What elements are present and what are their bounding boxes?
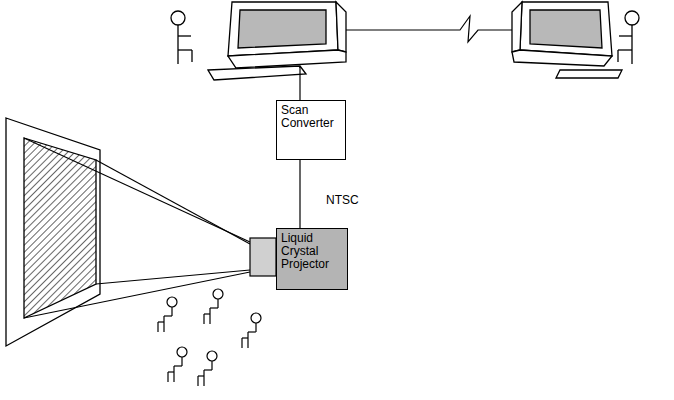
audience-member [242, 313, 261, 348]
box-label: Liquid Crystal Projector [281, 232, 343, 271]
projector-box: Liquid Crystal Projector [276, 228, 348, 290]
video-cable [299, 67, 300, 100]
operator [171, 11, 192, 64]
audience-member [204, 289, 223, 324]
audience-member [168, 347, 187, 382]
signal-name: NTSC [324, 194, 361, 207]
operator [618, 11, 639, 64]
box-label: Scan Converter [281, 104, 341, 130]
computer [512, 2, 622, 78]
projector-lens [250, 238, 276, 276]
signal-line [299, 160, 300, 228]
scan-converter-box: Scan Converter [276, 100, 346, 160]
network-link [346, 16, 512, 42]
audience-member [198, 351, 217, 386]
audience-member [158, 297, 177, 332]
computer [208, 2, 346, 80]
